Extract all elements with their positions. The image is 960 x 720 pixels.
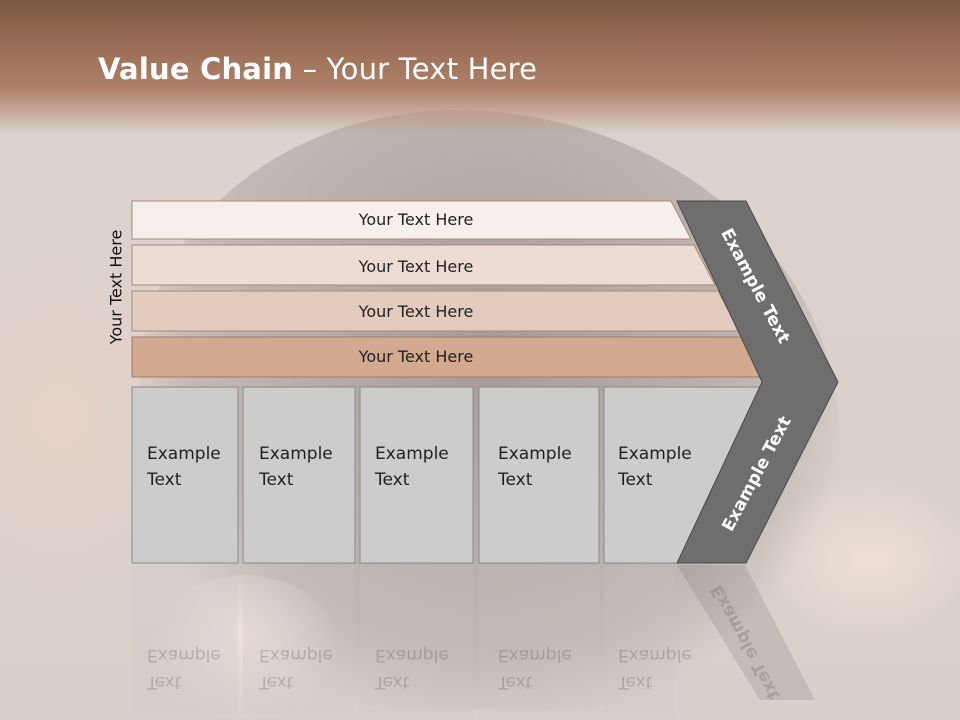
box-2 [242,386,356,564]
header-band [0,0,960,135]
reflection-text: Text [497,672,533,692]
box-1 [131,386,239,564]
reflection-box [479,565,599,715]
box-2-line-1: Example [259,444,333,464]
reflection-text: Example [259,645,333,665]
box-4 [478,386,600,564]
reflection-text: Example [618,645,692,665]
reflection-text: Text [258,672,294,692]
box-2-line-2: Text [258,470,294,490]
bars: Your Text Here Your Text Here Your Text … [131,200,764,378]
background-hand [150,575,340,720]
box-5-line-1: Example [618,444,692,464]
bar-4-label: Your Text Here [358,347,474,366]
title-bold: Value Chain [98,52,294,86]
reflection: Example Text Example Text Example Text E… [132,565,815,715]
box-5-line-2: Text [617,470,653,490]
bar-1 [131,200,692,240]
bar-2 [131,244,716,286]
reflection-box [604,565,674,715]
reflection-box [243,565,355,715]
reflection-text: Text [374,672,410,692]
reflection-text: Text [617,672,653,692]
box-1-line-2: Text [146,470,182,490]
chevron-shape [676,200,839,564]
reflection-text: Text [146,672,182,692]
reflection-box [360,565,473,715]
box-3-line-1: Example [375,444,449,464]
reflection-chevron [677,565,815,700]
reflection-box [132,565,238,715]
box-3-line-2: Text [374,470,410,490]
slide-title: Value Chain – Your Text Here [98,52,537,86]
box-4-line-2: Text [497,470,533,490]
box-3 [359,386,474,564]
boxes: Example Text Example Text Example Text E… [131,386,763,564]
title-rest: – Your Text Here [293,52,538,86]
bar-2-label: Your Text Here [358,257,474,276]
box-1-line-1: Example [147,444,221,464]
reflection-text: Example [147,645,221,665]
bar-1-label: Your Text Here [358,210,474,229]
bar-3-label: Your Text Here [358,302,474,321]
reflection-text: Example [498,645,572,665]
box-4-line-1: Example [498,444,572,464]
reflection-text: Example [375,645,449,665]
